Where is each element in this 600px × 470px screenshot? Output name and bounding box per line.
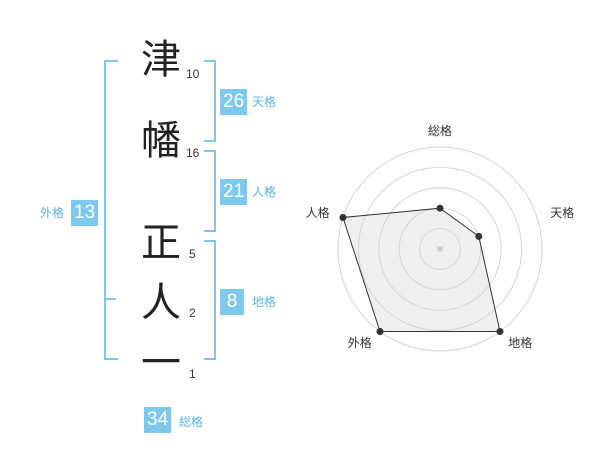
radar-axis-label-5: 人格 <box>306 205 330 220</box>
name-char-1: 津 <box>141 37 181 83</box>
radar-grid-ring <box>419 228 461 270</box>
gaikaku-value-badge: 13 <box>71 200 99 226</box>
radar-point-2 <box>475 232 483 240</box>
chikaku-value-badge: 8 <box>220 289 244 315</box>
radar-data-area <box>342 207 501 332</box>
stroke-count-5: 1 <box>189 367 196 381</box>
stroke-count-3: 5 <box>189 247 196 261</box>
radar-outer-ring <box>337 146 543 352</box>
outer-bracket-divider <box>106 298 116 300</box>
radar-point-4 <box>376 328 384 335</box>
outer-bracket <box>104 60 118 360</box>
jinkaku-label: 人格 <box>252 185 277 199</box>
stroke-count-1: 10 <box>186 67 200 81</box>
tenkaku-label: 天格 <box>252 95 277 109</box>
name-char-2: 幡 <box>141 118 181 164</box>
radar-point-1 <box>436 204 444 212</box>
name-char-4: 人 <box>141 280 181 326</box>
radar-point-5 <box>339 214 347 221</box>
jinkaku-bracket <box>204 150 216 232</box>
radar-center-dot <box>437 246 443 252</box>
radar-grid-ring <box>378 187 502 311</box>
gaikaku-label: 外格 <box>40 206 65 220</box>
radar-point-3 <box>496 328 504 335</box>
soukaku-label: 総格 <box>179 415 204 429</box>
name-char-5: 一 <box>141 340 181 386</box>
stroke-count-4: 2 <box>189 306 196 320</box>
jinkaku-value-badge: 21 <box>220 179 248 205</box>
chikaku-label: 地格 <box>252 295 277 309</box>
tenkaku-bracket <box>204 60 216 142</box>
chikaku-bracket <box>204 240 216 360</box>
name-char-3: 正 <box>141 220 181 266</box>
radar-axis-label-4: 外格 <box>348 335 372 350</box>
tenkaku-value-badge: 26 <box>220 89 248 115</box>
radar-axis-label-3: 地格 <box>508 335 532 350</box>
stroke-count-2: 16 <box>186 146 200 160</box>
radar-grid-ring <box>357 166 523 332</box>
radar-axis-label-1: 総格 <box>428 123 452 138</box>
soukaku-value-badge: 34 <box>144 407 172 433</box>
radar-axis-label-2: 天格 <box>550 205 574 220</box>
